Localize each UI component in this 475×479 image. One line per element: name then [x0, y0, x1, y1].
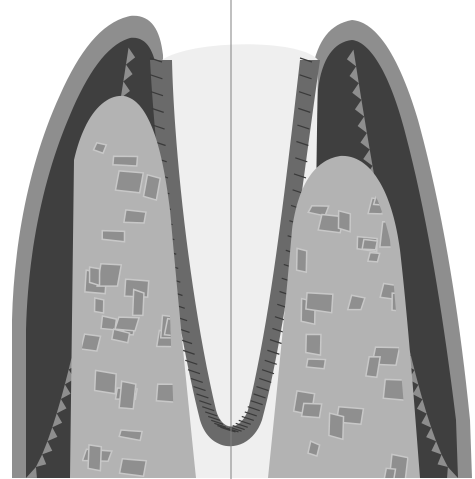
marrow-space [120, 459, 147, 476]
marrow-space [119, 381, 136, 409]
marrow-space [81, 334, 101, 351]
marrow-space [302, 403, 322, 417]
marrow-space [124, 210, 146, 223]
marrow-space [88, 445, 101, 471]
marrow-space [115, 171, 143, 193]
marrow-space [329, 413, 344, 439]
marrow-space [306, 293, 333, 313]
marrow-space [113, 156, 138, 166]
marrow-space [368, 253, 380, 262]
marrow-space [338, 211, 350, 232]
marrow-space [115, 317, 139, 331]
marrow-space [144, 175, 161, 200]
marrow-space [306, 359, 325, 369]
marrow-space [95, 370, 116, 393]
marrow-space [102, 231, 124, 242]
marrow-space [97, 264, 121, 286]
marrow-space [348, 295, 365, 309]
marrow-space [95, 298, 104, 313]
marrow-space [306, 334, 321, 355]
marrow-space [362, 239, 377, 249]
marrow-space [90, 267, 100, 285]
marrow-space [297, 248, 307, 272]
marrow-space [366, 357, 380, 377]
marrow-space [133, 289, 144, 315]
marrow-space [101, 316, 116, 330]
